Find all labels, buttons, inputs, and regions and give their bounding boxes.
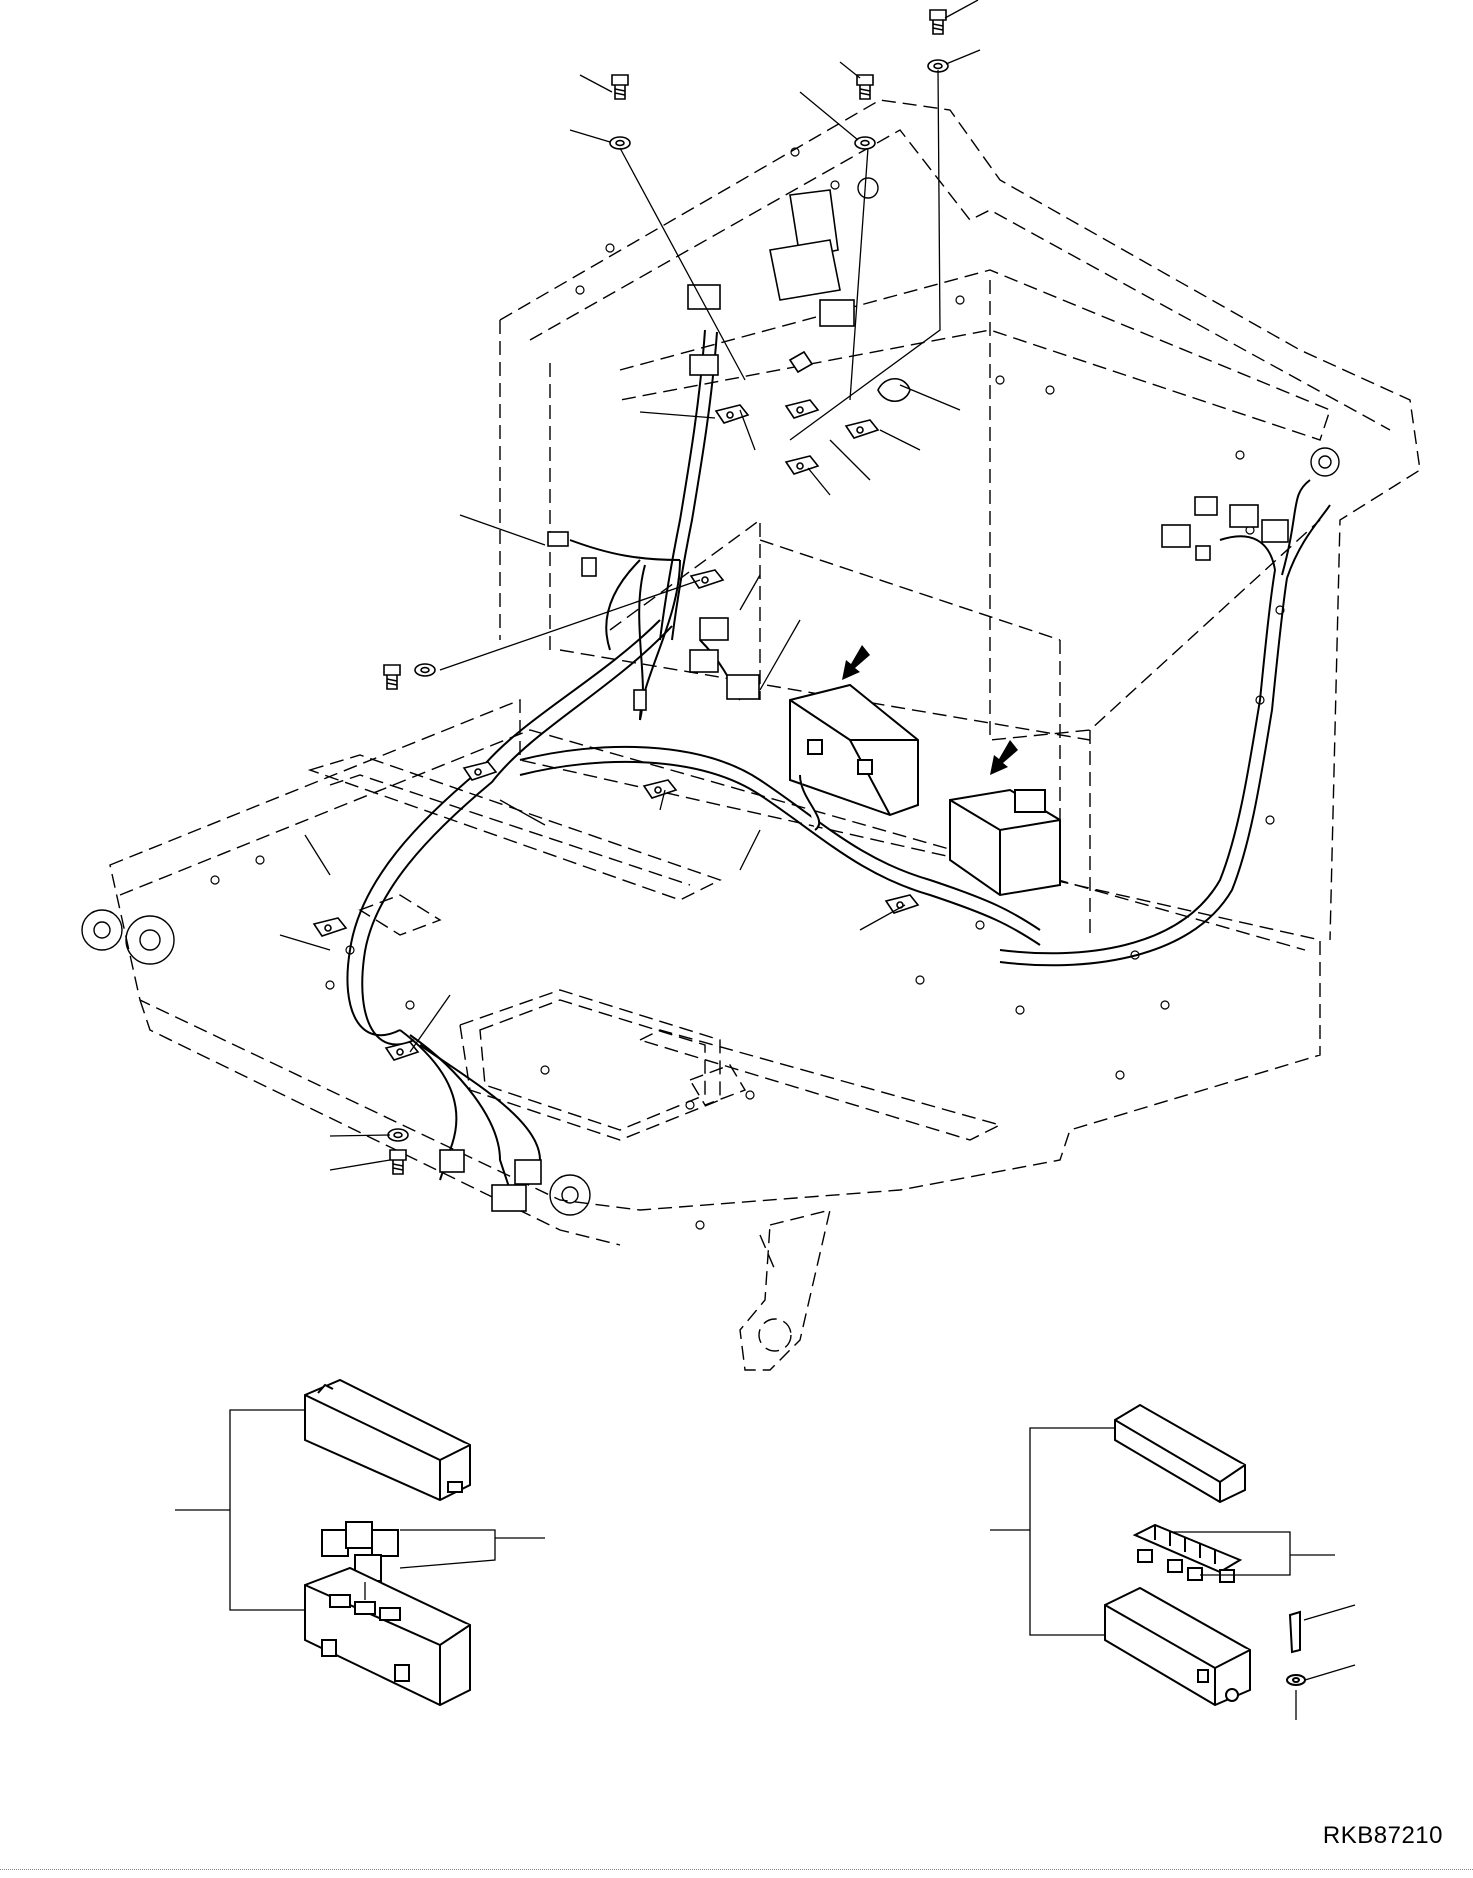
- footer-rule: [0, 1869, 1473, 1870]
- front-lugs: [81, 177, 1340, 1216]
- seat-stand: [499, 99, 1421, 941]
- relay-box-brackets: [175, 1409, 545, 1611]
- mid-connectors: [547, 531, 760, 711]
- floor-frame: [109, 698, 1321, 1246]
- front-connectors: [439, 1149, 542, 1212]
- wiring-harness: [346, 329, 1331, 1191]
- relay-box-exploded: [304, 1378, 471, 1707]
- fuse-box-exploded: [1104, 1403, 1306, 1707]
- support-arm: [739, 1209, 831, 1371]
- pointer-arrows: [842, 645, 1018, 775]
- drawing-code: RKB87210: [1322, 1822, 1443, 1849]
- fuse-box-installed: [949, 788, 1061, 897]
- fuse-box-brackets: [990, 1427, 1356, 1720]
- top-connector-cluster: [687, 189, 911, 403]
- relay-box-installed: [789, 683, 919, 831]
- right-connector-cluster: [1161, 496, 1289, 561]
- leader-lines: [279, 0, 981, 1171]
